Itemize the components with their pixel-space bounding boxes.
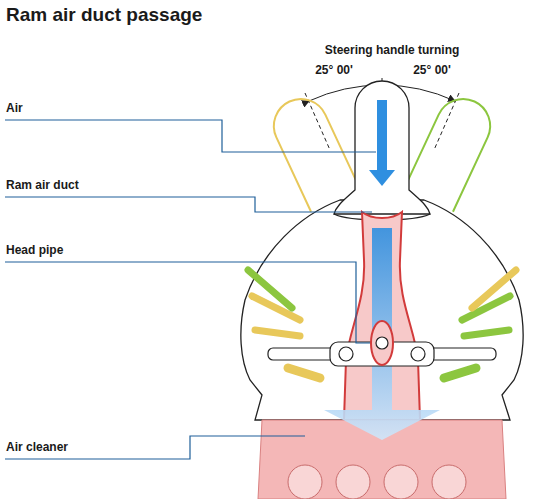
handlebar: [268, 321, 496, 366]
head-pipe: [371, 321, 393, 365]
diagram-title: Ram air duct passage: [4, 4, 204, 26]
part-label: Air: [4, 102, 25, 116]
leader-lines: [5, 120, 376, 459]
angle-caption: Steering handle turning: [323, 44, 462, 58]
part-label: Air cleaner: [4, 441, 70, 455]
handlebar-levers: [248, 270, 516, 378]
angle-value: 25° 00': [313, 64, 355, 78]
turned-left-outline: [265, 90, 360, 212]
part-label: Ram air duct: [4, 179, 81, 193]
turned-right-outline: [404, 90, 499, 212]
angle-value: 25° 00': [411, 64, 453, 78]
air-flow: [324, 100, 440, 440]
part-label: Head pipe: [4, 244, 65, 258]
